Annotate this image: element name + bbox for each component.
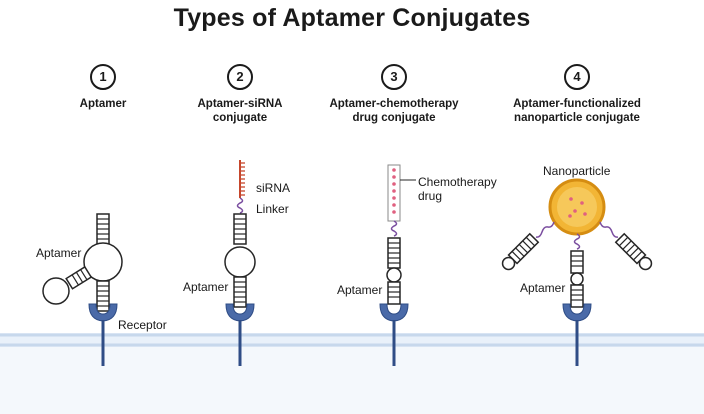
aptamer-side-loop	[42, 277, 70, 305]
label-receptor: Receptor	[118, 318, 167, 332]
label-aptamer-4: Aptamer	[520, 281, 566, 295]
label-chemo-drug: Chemotherapy drug	[418, 175, 497, 203]
label-aptamer-2: Aptamer	[183, 280, 229, 294]
label-aptamer-1: Aptamer	[36, 246, 82, 260]
cytoplasm	[0, 346, 704, 414]
label-nanoparticle: Nanoparticle	[543, 164, 611, 178]
aptamer-right	[615, 233, 653, 271]
panel-2-sirna	[224, 160, 256, 367]
panel-heading-4: Aptamer-functionalized nanoparticle conj…	[513, 98, 641, 124]
page-title: Types of Aptamer Conjugates	[173, 4, 531, 32]
linker-2	[236, 197, 244, 214]
aptamer-loop	[386, 267, 402, 283]
sirna-strand	[239, 160, 245, 198]
aptamer-stem-top	[570, 250, 584, 274]
step-number-4: 4	[564, 64, 590, 90]
drug-dots	[392, 168, 396, 214]
aptamer-loop	[570, 272, 584, 286]
label-aptamer-3: Aptamer	[337, 283, 383, 297]
step-number-1: 1	[90, 64, 116, 90]
aptamer-stem-top	[233, 213, 247, 245]
aptamer-stem-bottom	[387, 281, 401, 305]
aptamer-loop	[224, 246, 256, 278]
linker-3	[390, 220, 398, 237]
aptamer-left	[501, 233, 539, 271]
aptamer-stem-top	[387, 237, 401, 269]
label-linker: Linker	[256, 202, 289, 216]
aptamer-stem-bottom	[96, 280, 110, 312]
panel-4-nanoparticle	[501, 178, 653, 367]
cell-membrane	[0, 333, 704, 347]
panel-3-chemo	[379, 164, 416, 367]
step-number-3: 3	[381, 64, 407, 90]
panel-heading-1: Aptamer	[79, 98, 127, 110]
aptamer-side-stem	[65, 266, 92, 290]
aptamer-stem-top	[96, 213, 110, 245]
panel-heading-2: Aptamer-siRNA conjugate	[197, 98, 283, 124]
step-number-2: 2	[227, 64, 253, 90]
label-sirna: siRNA	[256, 181, 291, 195]
aptamer-stem-bottom	[233, 276, 247, 308]
nanoparticle-cargo	[568, 197, 587, 218]
linker-4-center	[573, 233, 581, 250]
linker-4-right	[599, 221, 619, 238]
panel-1-aptamer	[42, 213, 123, 367]
aptamer-stem-bottom	[570, 284, 584, 308]
panel-heading-3: Aptamer-chemotherapy drug conjugate	[329, 98, 459, 124]
linker-4-left	[535, 221, 555, 238]
